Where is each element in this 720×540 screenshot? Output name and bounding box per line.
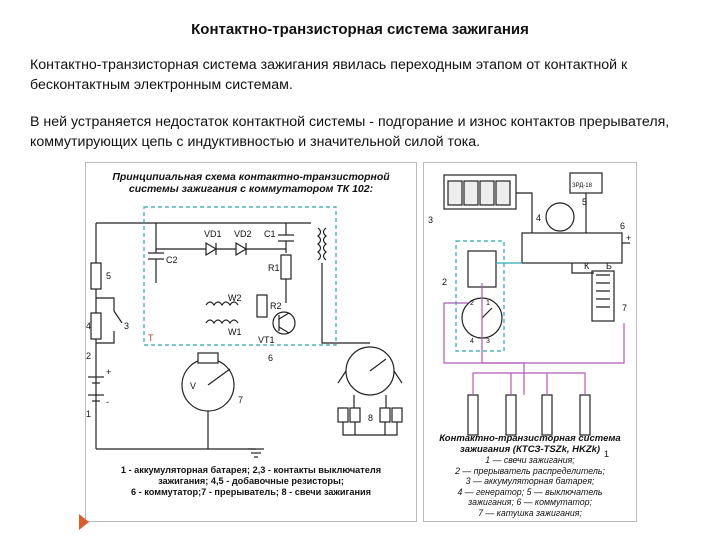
label-vt1: VT1	[258, 335, 275, 345]
label-5: 5	[106, 271, 111, 281]
label-8: 8	[368, 413, 373, 423]
left-caption-line1: 1 - аккумуляторная батарея; 2,3 - контак…	[120, 465, 382, 475]
r-label-3: 3	[428, 215, 433, 225]
label-1: 1	[86, 409, 91, 419]
r-label-k: К	[584, 261, 590, 271]
left-figure-title: Принципиальная схема контактно-транзисто…	[86, 171, 416, 195]
right-caption-line4: 4 — генератор; 5 — выключатель	[457, 486, 603, 497]
label-v: V	[190, 381, 196, 391]
r-term-2: 2	[470, 300, 474, 307]
left-caption-line3: 6 - коммутатор;7 - прерыватель; 8 - свеч…	[130, 487, 372, 497]
right-caption-line6: 7 — катушка зажигания;	[478, 507, 582, 518]
right-caption-line5: зажигания; 6 — коммутатор;	[468, 497, 592, 507]
label-2: 2	[86, 351, 91, 361]
r-label-6: 6	[620, 221, 625, 231]
label-vd1: VD1	[204, 229, 222, 239]
r-label-7: 7	[622, 303, 627, 313]
label-r1: R1	[268, 263, 280, 273]
label-minus: -	[106, 397, 109, 407]
r-label-4: 4	[536, 213, 541, 223]
schematic-figure-left: Принципиальная схема контактно-транзисто…	[85, 162, 417, 522]
label-7: 7	[238, 395, 243, 405]
left-schematic-diagram: VD1 VD2 C1 C2 R1 R2 W2 W1 VT1 T 5 4 3 2 …	[86, 206, 403, 458]
r-term-4: 4	[470, 338, 474, 345]
left-caption-line2: зажигания; 4,5 - добавочные резисторы;	[158, 476, 344, 486]
slide-title: Контактно-транзисторная система зажигани…	[191, 21, 529, 38]
right-caption-title2: зажигания (КТСЗ-TSZk, HKZk)	[459, 444, 601, 455]
right-caption-line2: 2 — прерыватель распределитель;	[455, 465, 605, 476]
left-figure-title-line2: системы зажигания с коммутатором ТК 102:	[128, 183, 374, 195]
right-caption-title1: Контактно-транзисторная система	[439, 433, 621, 444]
label-w2: W2	[228, 293, 242, 303]
r-label-zpd: ЗРД-18	[572, 183, 593, 189]
label-4: 4	[86, 321, 91, 331]
r-term-1: 1	[486, 300, 490, 307]
r-label-2: 2	[442, 277, 447, 287]
r-label-plus: +	[626, 233, 631, 243]
right-figure-caption: Контактно-транзисторная система зажигани…	[428, 433, 632, 518]
label-t: T	[148, 333, 154, 343]
r-label-b: Б	[606, 261, 612, 271]
slide-bullet-icon	[79, 514, 89, 530]
label-c1: C1	[264, 229, 276, 239]
label-3: 3	[124, 321, 129, 331]
label-plus: +	[106, 367, 111, 377]
drawback-paragraph: В ней устраняется недостаток контактной …	[30, 114, 670, 150]
label-6: 6	[268, 353, 273, 363]
intro-paragraph: Контактно-транзисторная система зажигани…	[30, 57, 628, 93]
right-caption-line3: 3 — аккумуляторная батарея;	[465, 476, 595, 486]
r-label-1: 1	[604, 449, 609, 459]
r-label-5: 5	[582, 197, 587, 207]
label-c2: C2	[166, 255, 178, 265]
schematic-figure-right: 3 4 5 6 7 2 1 К Б + ЗРД-18 2 1 4 3 Конта…	[423, 162, 637, 522]
r-term-3: 3	[486, 338, 490, 345]
right-caption-line1: 1 — свечи зажигания;	[485, 455, 575, 465]
left-figure-title-line1: Принципиальная схема контактно-транзисто…	[112, 171, 390, 183]
label-vd2: VD2	[234, 229, 252, 239]
left-figure-caption: 1 - аккумуляторная батарея; 2,3 - контак…	[96, 465, 406, 498]
label-r2: R2	[270, 301, 282, 311]
label-w1: W1	[228, 327, 242, 337]
right-schematic-diagram: 3 4 5 6 7 2 1 К Б + ЗРД-18 2 1 4 3	[428, 172, 631, 459]
